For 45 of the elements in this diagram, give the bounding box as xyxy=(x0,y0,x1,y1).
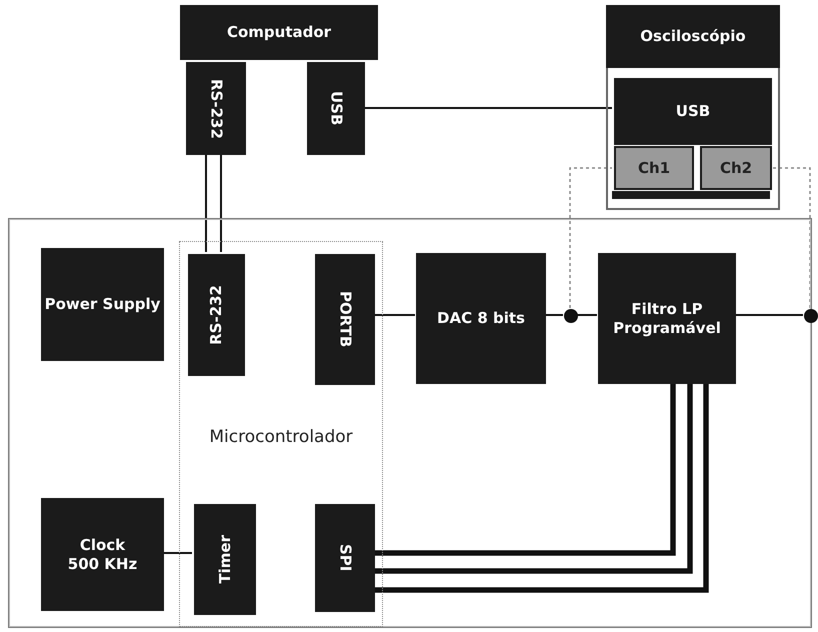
connector-line xyxy=(373,314,415,316)
junction-dot xyxy=(564,309,578,323)
block-label: Power Supply xyxy=(44,295,160,314)
block-label: USB xyxy=(676,102,710,121)
port-box xyxy=(614,78,772,145)
port-box xyxy=(186,62,246,155)
block-label: PORTB xyxy=(336,291,354,348)
connector-line xyxy=(163,552,192,554)
header-box xyxy=(606,5,780,68)
connector-line xyxy=(735,314,803,316)
header-box xyxy=(180,5,378,60)
connector-line xyxy=(569,167,612,308)
block-label: RS-232 xyxy=(206,78,226,138)
block-label: Ch2 xyxy=(720,159,752,177)
port-box xyxy=(188,254,245,376)
block-label: Osciloscópio xyxy=(640,27,746,46)
channel-box xyxy=(700,146,772,190)
block xyxy=(41,248,164,361)
microcontroller-frame xyxy=(179,241,383,627)
connector-line xyxy=(770,167,811,308)
instrument-frame xyxy=(606,68,780,210)
block-label: Ch1 xyxy=(638,159,670,177)
connector-line xyxy=(205,155,207,252)
port-box xyxy=(315,254,375,385)
junction-dot xyxy=(804,309,818,323)
block-label: Computador xyxy=(226,23,332,42)
connector-line xyxy=(365,107,612,109)
block xyxy=(598,253,736,384)
channel-box xyxy=(614,146,694,190)
block-label: USB xyxy=(326,91,346,126)
block xyxy=(41,498,164,611)
block-label: Timer xyxy=(216,535,234,584)
block-label: Filtro LP Programável xyxy=(612,300,722,338)
block-label: SPI xyxy=(336,544,354,572)
block-label: DAC 8 bits xyxy=(437,309,525,328)
port-box xyxy=(194,504,256,615)
port-box xyxy=(315,504,375,612)
port-box xyxy=(307,62,365,155)
connector-line xyxy=(220,155,222,252)
connector-line xyxy=(577,314,597,316)
block-label: Clock 500 KHz xyxy=(66,536,138,574)
group-label: Microcontrolador xyxy=(208,427,354,447)
block-label: RS-232 xyxy=(207,285,226,345)
block xyxy=(416,253,546,384)
connector-line xyxy=(545,314,563,316)
